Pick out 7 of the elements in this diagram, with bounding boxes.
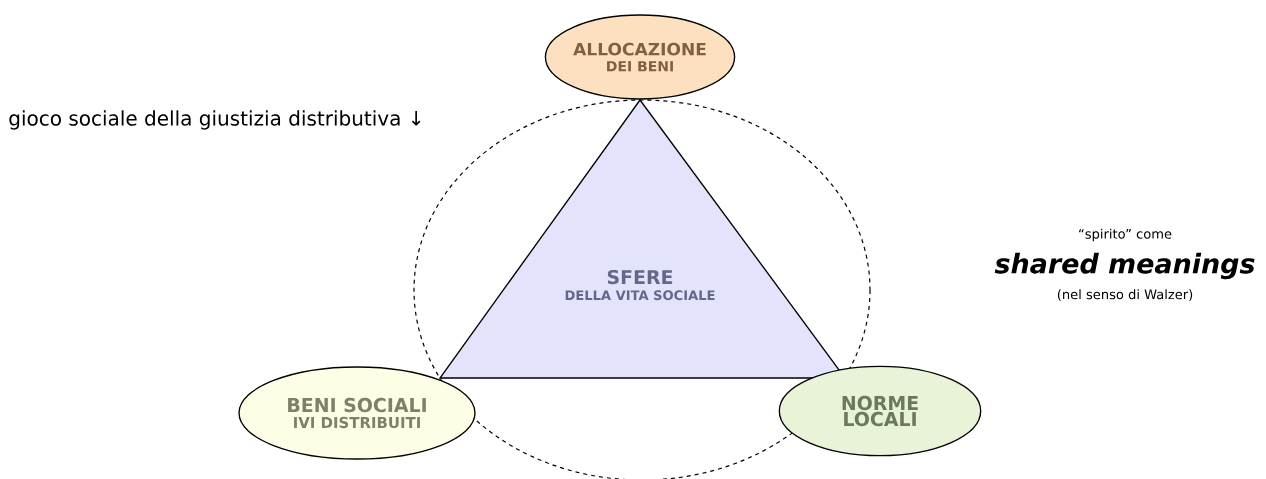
note-heading: shared meanings (994, 252, 1255, 280)
ellipse-node: NORME LOCALI (778, 365, 982, 457)
ellipse-node: BENI SOCIALI IVI DISTRIBUITI (238, 366, 476, 460)
note-text: (nel senso di Walzer) (1057, 289, 1193, 301)
annotation-text: gioco sociale della giustizia distributiva ↓ (9, 110, 421, 130)
note-text: “spirito” come (1079, 228, 1172, 242)
ellipse-node: ALLOCAZIONE DEI BENI (544, 14, 736, 100)
